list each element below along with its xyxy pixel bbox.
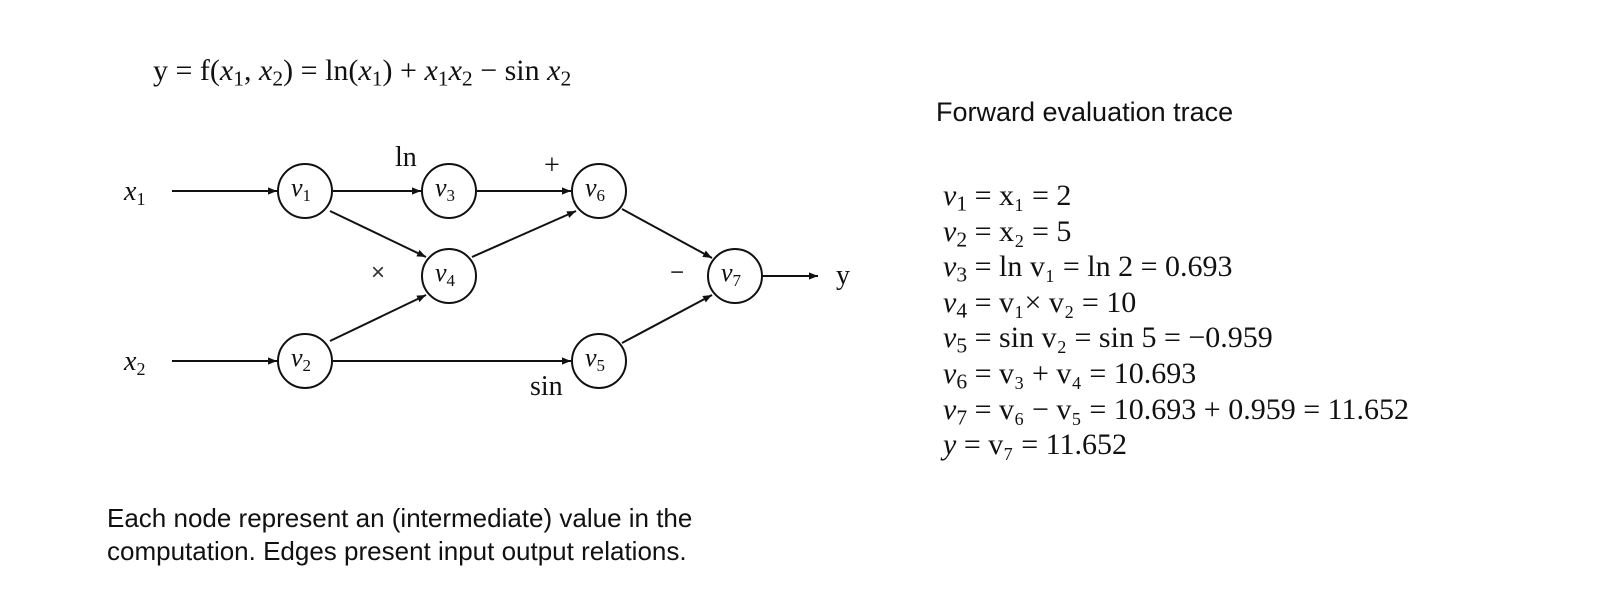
trace-line: v7 = v₆ − v₅ = 10.693 + 0.959 = 11.652 bbox=[943, 392, 1410, 429]
op-minus-label: − bbox=[670, 259, 684, 286]
trace-line: v3 = ln v₁ = ln 2 = 0.693 bbox=[943, 250, 1233, 287]
node-v6: v6 bbox=[571, 163, 627, 219]
svg-text:v6: v6 bbox=[585, 173, 605, 205]
function-formula: y = f(x1, x2) = ln(x1) + x1x2 − sin x2 bbox=[153, 54, 572, 91]
svg-text:v2: v2 bbox=[291, 343, 311, 375]
node-v3: v3 bbox=[421, 163, 477, 219]
caption-line: Each node represent an (intermediate) va… bbox=[107, 503, 693, 533]
trace-line: v6 = v₃ + v₄ = 10.693 bbox=[943, 356, 1197, 394]
node-v7: v7 bbox=[707, 248, 763, 304]
input-x2-label: x2 bbox=[123, 346, 145, 379]
edge-v6-v7 bbox=[621, 208, 713, 259]
trace-line: v5 = sin v₂ = sin 5 = −0.959 bbox=[943, 321, 1273, 358]
svg-text:v7: v7 bbox=[721, 258, 742, 290]
trace-line: v1 = x₁ = 2 bbox=[943, 179, 1072, 216]
op-plus-label: + bbox=[544, 150, 560, 181]
trace-line: y = v₇ = 11.652 bbox=[943, 428, 1128, 462]
trace-title: Forward evaluation trace bbox=[936, 97, 1234, 127]
node-v5: v5 bbox=[571, 333, 627, 389]
trace-line: v4 = v₁× v₂ = 10 bbox=[943, 285, 1137, 323]
edge-v4-v6 bbox=[471, 210, 577, 258]
node-v4: v4 bbox=[421, 248, 477, 304]
node-v2: v2 bbox=[277, 333, 333, 389]
svg-text:v5: v5 bbox=[585, 343, 605, 375]
op-sin-label: sin bbox=[530, 371, 563, 402]
edge-v5-v7 bbox=[621, 294, 713, 344]
edge-v2-v4 bbox=[329, 294, 427, 342]
svg-text:v4: v4 bbox=[435, 258, 456, 290]
op-times-label: × bbox=[371, 259, 385, 286]
edge-v1-v4 bbox=[329, 210, 427, 258]
caption-line: computation. Edges present input output … bbox=[107, 536, 687, 566]
svg-text:v1: v1 bbox=[291, 173, 311, 205]
output-y-label: y bbox=[836, 260, 850, 291]
input-x1-label: x1 bbox=[123, 176, 145, 209]
trace-line: v2 = x₂ = 5 bbox=[943, 214, 1072, 251]
svg-text:v3: v3 bbox=[435, 173, 455, 205]
node-v1: v1 bbox=[277, 163, 333, 219]
op-ln-label: ln bbox=[395, 142, 417, 173]
caption: Each node represent an (intermediate) va… bbox=[107, 502, 692, 568]
evaluation-trace: v1 = x₁ = 2 v2 = x₂ = 5 v3 = ln v₁ = ln … bbox=[943, 178, 1409, 463]
